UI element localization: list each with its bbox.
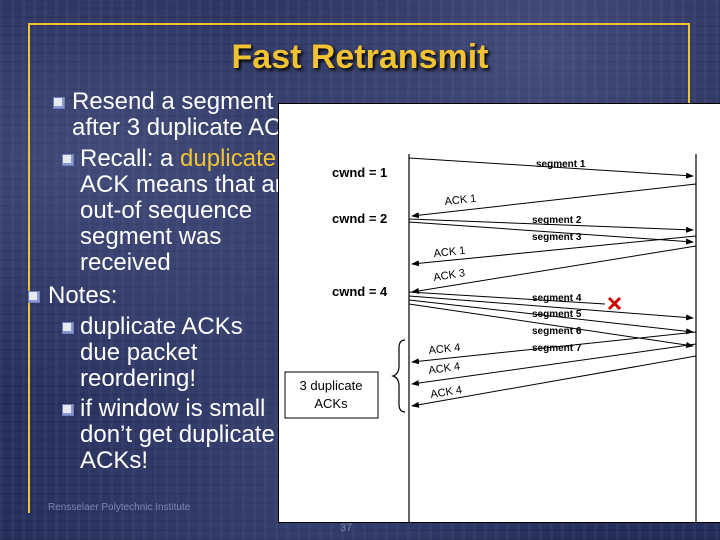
frame-left-line <box>28 23 30 513</box>
sub-bullet-1-line-2: ACK means that an <box>80 172 288 198</box>
frame-top-line <box>28 23 688 25</box>
bullet-2: Notes: <box>48 283 117 309</box>
segment-2-label: segment 2 <box>532 215 582 226</box>
sub-bullet-icon <box>62 404 74 416</box>
sub-bullet-1-line-5: received <box>80 250 171 276</box>
ack-3-label: ACK 3 <box>433 267 466 284</box>
segment-5-label: segment 5 <box>532 309 582 320</box>
sequence-diagram: cwnd = 1 cwnd = 2 cwnd = 4 segment 1 ACK… <box>279 104 720 522</box>
sub-bullet-icon <box>62 154 74 166</box>
ack-4-first-label: ACK 4 <box>428 342 461 357</box>
ack-4-third-label: ACK 4 <box>430 384 463 401</box>
cwnd-1-label: cwnd = 1 <box>332 165 387 180</box>
segment-3-label: segment 3 <box>532 232 582 243</box>
bullet-1-line-2: after 3 duplicate ACKs <box>72 115 309 141</box>
slide-title: Fast Retransmit <box>0 38 720 77</box>
sub-bullet-2-line-2: due packet <box>80 340 197 366</box>
cwnd-4-label: cwnd = 4 <box>332 284 388 299</box>
segment-4-label: segment 4 <box>532 293 582 304</box>
sub-bullet-1-prefix: Recall: a <box>80 145 180 172</box>
sub-bullet-2-line-3: reordering! <box>80 366 196 392</box>
footer-text: Rensselaer Polytechnic Institute <box>48 502 190 513</box>
bullet-1-line-1: Resend a segment <box>72 89 273 115</box>
bullet-icon <box>28 291 40 303</box>
duplicate-acks-line-2: ACKs <box>314 396 348 411</box>
sub-bullet-1-line-3: out-of sequence <box>80 198 252 224</box>
segment-1-label: segment 1 <box>536 159 586 170</box>
bullet-icon <box>53 97 65 109</box>
x-mark-icon <box>609 298 620 309</box>
sub-bullet-3-line-3: ACKs! <box>80 448 148 474</box>
sub-bullet-3-line-2: don’t get duplicate <box>80 422 275 448</box>
sub-bullet-1-line-1: Recall: a duplicate <box>80 146 276 172</box>
duplicate-acks-line-1: 3 duplicate <box>300 378 363 393</box>
curly-brace <box>393 340 405 412</box>
sub-bullet-icon <box>62 322 74 334</box>
ack-4-second-label: ACK 4 <box>428 361 461 377</box>
fast-retransmit-diagram: cwnd = 1 cwnd = 2 cwnd = 4 segment 1 ACK… <box>278 103 720 523</box>
sub-bullet-3-line-1: if window is small <box>80 396 265 422</box>
duplicate-highlight: duplicate <box>180 145 276 172</box>
sub-bullet-1-line-4: segment was <box>80 224 221 250</box>
sub-bullet-2-line-1: duplicate ACKs <box>80 314 243 340</box>
ack-1-second-label: ACK 1 <box>433 245 466 260</box>
segment-6-label: segment 6 <box>532 326 582 337</box>
cwnd-2-label: cwnd = 2 <box>332 211 387 226</box>
ack-1-label: ACK 1 <box>444 193 477 208</box>
